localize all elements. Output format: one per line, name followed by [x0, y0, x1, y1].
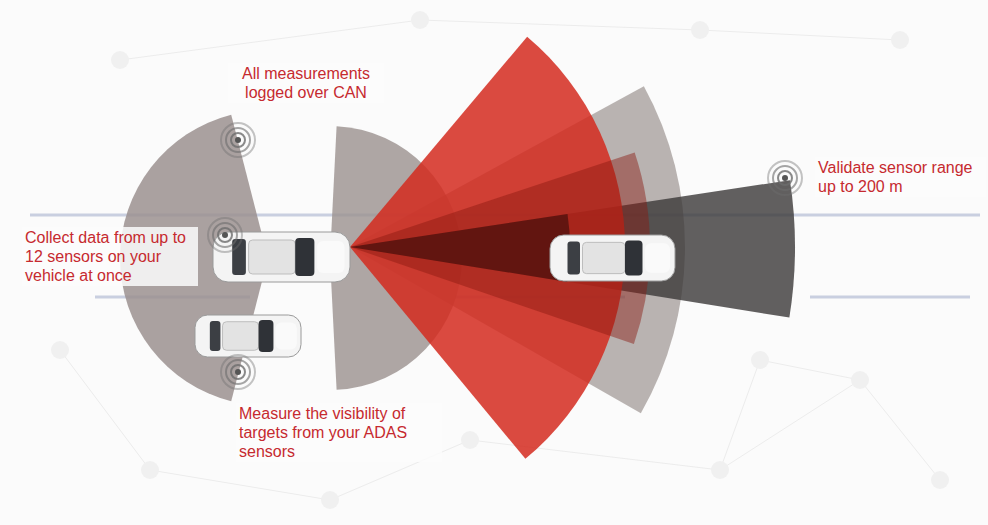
network-line: [150, 470, 330, 500]
sensor-icon: [221, 355, 255, 389]
sensor-fields: [120, 37, 795, 459]
sensor-dot: [235, 369, 241, 375]
sensor-ring: [773, 166, 797, 190]
network-dot: [321, 491, 339, 509]
network-dot: [691, 21, 709, 39]
sensor-ring: [778, 171, 792, 185]
sensor-icon: [221, 123, 255, 157]
car-rear-window: [568, 241, 581, 274]
camera-field: [350, 37, 625, 459]
sensor-ring: [231, 365, 245, 379]
network-dot: [851, 371, 869, 389]
target-vehicle: [550, 235, 675, 281]
network-line: [420, 20, 700, 30]
network-line: [720, 380, 860, 470]
car-body: [213, 232, 350, 282]
sensor-ring: [221, 355, 255, 389]
network-line: [700, 30, 900, 40]
sensor-ring: [231, 133, 245, 147]
sensor-ring: [768, 161, 802, 195]
network-line: [720, 360, 760, 470]
network-line: [860, 380, 940, 480]
car-windshield: [295, 238, 314, 276]
network-dot: [891, 31, 909, 49]
core-field: [350, 214, 570, 282]
network-line: [760, 360, 860, 380]
network-dot: [141, 461, 159, 479]
sensor-ring: [226, 360, 250, 384]
car-hood: [317, 241, 344, 273]
sensor-ring: [226, 128, 250, 152]
ego-vehicle: [213, 232, 350, 282]
range-note: Validate sensor range up to 200 m: [815, 157, 986, 197]
sensor-ring: [213, 223, 237, 247]
sensor-ring: [221, 123, 255, 157]
network-dot: [461, 431, 479, 449]
sensor-dot: [782, 175, 788, 181]
network-line: [470, 440, 720, 470]
network-dot: [51, 341, 69, 359]
network-dot: [411, 11, 429, 29]
network-dot: [711, 461, 729, 479]
car-roof: [249, 240, 296, 274]
network-dot: [111, 51, 129, 69]
car-rear-window: [210, 321, 221, 351]
side-vehicle: [195, 315, 301, 357]
can-logging-note: All measurements logged over CAN: [228, 63, 384, 103]
network-line: [120, 20, 420, 60]
network-dot: [931, 471, 949, 489]
sensor-dot: [222, 232, 228, 238]
sensor-ring: [218, 228, 232, 242]
car-windshield: [259, 320, 274, 352]
sensor-ring: [208, 218, 242, 252]
sensor-dot: [235, 137, 241, 143]
car-body: [195, 315, 301, 357]
car-body: [550, 235, 675, 281]
visibility-note: Measure the visibility of targets from y…: [236, 403, 442, 462]
car-windshield: [625, 241, 643, 276]
inner-field: [350, 152, 650, 344]
network-line: [60, 350, 150, 470]
sensor-icon: [208, 218, 242, 252]
lane-dash: [810, 296, 970, 299]
sensor-count-note: Collect data from up to 12 sensors on yo…: [22, 227, 198, 286]
network-dot: [751, 351, 769, 369]
car-roof: [583, 242, 626, 273]
sensor-icon: [768, 161, 802, 195]
car-roof: [223, 322, 259, 351]
car-hood: [645, 243, 670, 272]
car-hood: [276, 323, 297, 350]
